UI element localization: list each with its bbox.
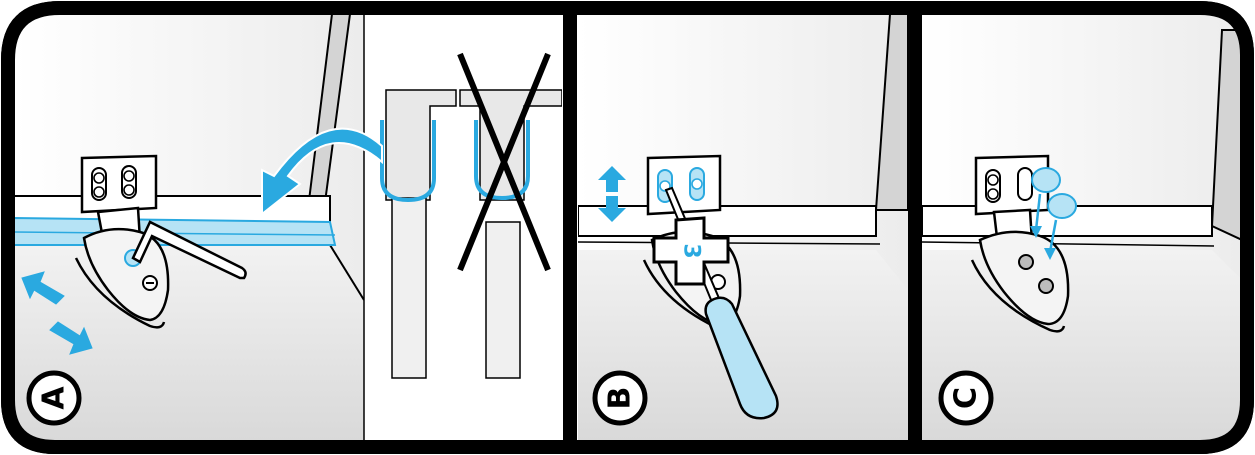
badge-number: 3 <box>679 243 704 258</box>
step-marker-c: C <box>941 373 991 423</box>
wall-bracket-b <box>648 156 720 214</box>
panel-a: A <box>14 14 562 441</box>
step-label-c: C <box>949 387 984 409</box>
panel-b: 3 B <box>578 14 908 441</box>
step-marker-a: A <box>29 373 79 423</box>
panel-c: C <box>922 14 1242 441</box>
step-label-a: A <box>37 386 72 410</box>
step-marker-b: B <box>595 373 645 423</box>
wall-bracket-a <box>82 156 156 212</box>
step-label-b: B <box>603 387 638 410</box>
